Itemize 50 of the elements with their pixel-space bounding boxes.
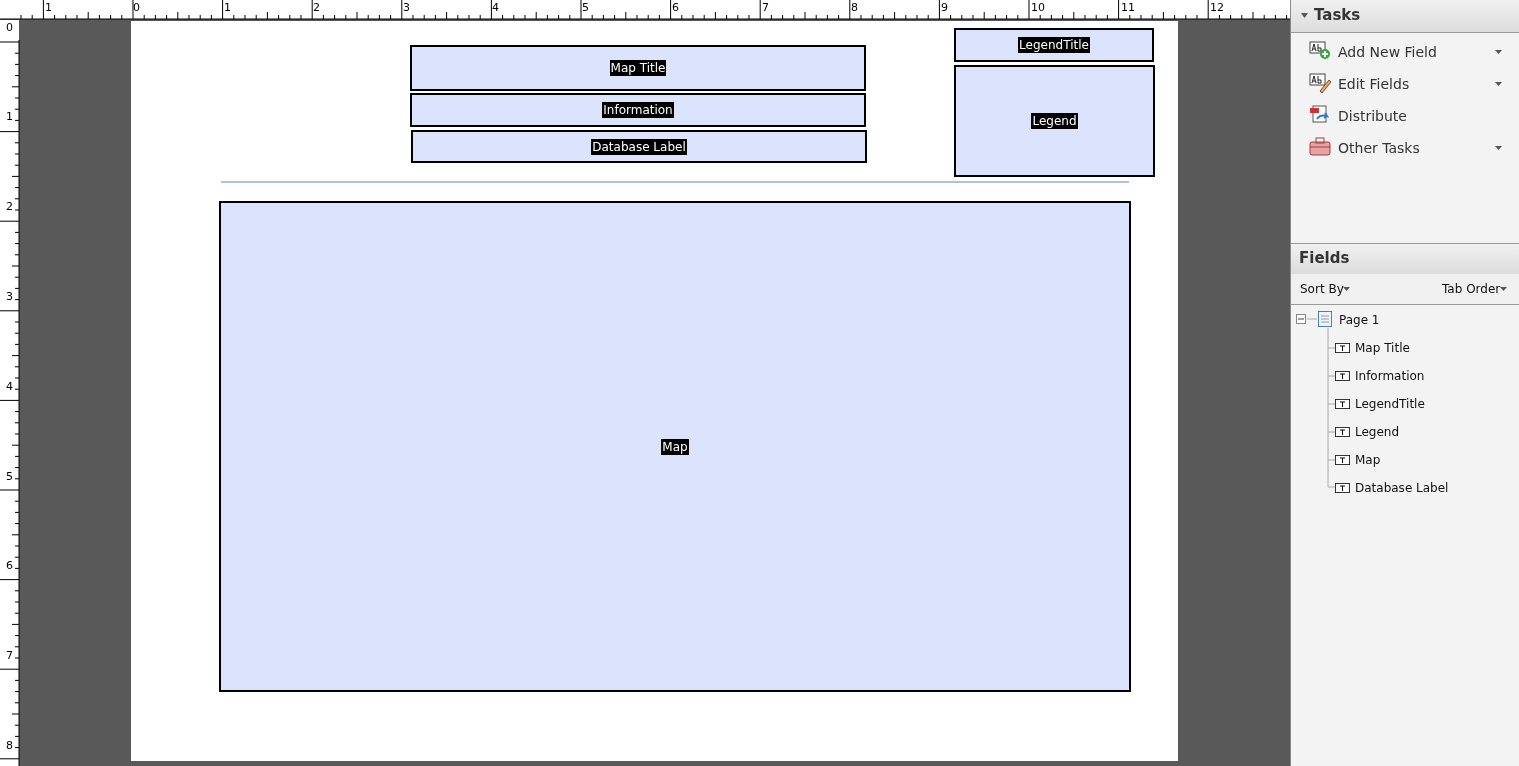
ruler-number: 10 xyxy=(1031,2,1045,14)
form-field-box xyxy=(410,93,866,127)
form-field-box xyxy=(954,65,1155,177)
ruler-number: 8 xyxy=(851,2,858,14)
ruler-number: 7 xyxy=(762,2,769,14)
ruler-number: 12 xyxy=(1210,2,1224,14)
ruler-number: 4 xyxy=(6,381,13,393)
form-field-box xyxy=(411,130,867,163)
ruler-number: 9 xyxy=(941,2,948,14)
panel-title: Tasks xyxy=(1314,7,1361,23)
ruler-number: 11 xyxy=(1121,2,1135,14)
ruler-number: 6 xyxy=(672,2,679,14)
ruler-number: 1 xyxy=(45,2,52,14)
menu-item: Other Tasks xyxy=(1338,140,1420,156)
field-label: Database Label xyxy=(591,138,687,155)
ruler-number: 2 xyxy=(313,2,320,14)
ruler-number: 4 xyxy=(492,2,499,14)
tree-item: Database Label xyxy=(1355,481,1449,495)
tree-item: LegendTitle xyxy=(1355,397,1425,411)
tree-item: Information xyxy=(1355,369,1425,383)
sort-menu: Sort By xyxy=(1300,282,1344,296)
form-field-box xyxy=(954,28,1154,62)
ruler-number: 0 xyxy=(133,2,140,14)
tree-item: Map Title xyxy=(1355,341,1410,355)
field-label: Legend xyxy=(1031,113,1078,129)
ruler-number: 3 xyxy=(6,291,13,303)
ruler-number: 6 xyxy=(6,560,13,572)
ruler-number: 1 xyxy=(224,2,231,14)
field-label: Information xyxy=(602,102,674,118)
ruler-number: 7 xyxy=(6,650,13,662)
sort-menu: Tab Order xyxy=(1442,282,1501,296)
panel-title: Fields xyxy=(1299,250,1350,266)
tree-item: Page 1 xyxy=(1339,313,1380,327)
menu-item: Add New Field xyxy=(1338,44,1437,60)
menu-item: Edit Fields xyxy=(1338,76,1410,92)
ruler-number: 8 xyxy=(6,740,13,752)
field-label: Map xyxy=(661,438,689,455)
ruler-number: 5 xyxy=(6,471,13,483)
ruler-number: 3 xyxy=(403,2,410,14)
tree-item: Map xyxy=(1355,453,1381,467)
form-field-box xyxy=(410,45,866,91)
tree-item: Legend xyxy=(1355,425,1400,439)
ruler-number: 0 xyxy=(6,22,13,34)
form-field-box xyxy=(219,201,1131,692)
ruler-number: 1 xyxy=(6,111,13,123)
ruler-number: 2 xyxy=(6,201,13,213)
field-label: LegendTitle xyxy=(1018,37,1090,53)
ruler-number: 5 xyxy=(582,2,589,14)
menu-item: Distribute xyxy=(1338,108,1407,124)
field-label: Map Title xyxy=(609,60,667,76)
